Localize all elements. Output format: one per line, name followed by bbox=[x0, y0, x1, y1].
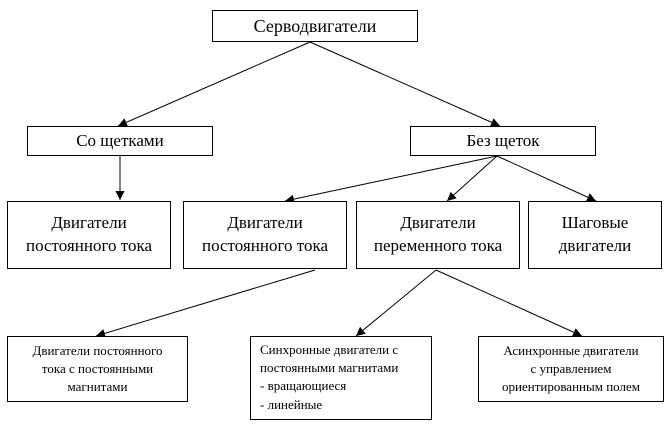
edge-brushless-stepper bbox=[496, 155, 597, 202]
node-ac-motors: Двигатели переменного тока bbox=[356, 201, 520, 269]
node-dc-motors-brushed: Двигатели постоянного тока bbox=[7, 201, 171, 269]
node-servomotors: Серводвигатели bbox=[212, 10, 418, 42]
node-stepper-motors: Шаговые двигатели bbox=[528, 201, 662, 269]
edge-brushless-dc bbox=[284, 155, 498, 204]
node-synchronous-motors: Синхронные двигатели с постоянными магни… bbox=[250, 336, 432, 420]
edge-brushless-ac bbox=[446, 155, 498, 202]
edge-dc-pm bbox=[95, 269, 316, 338]
node-brushless: Без щеток bbox=[410, 126, 596, 156]
edge-ac-sync bbox=[355, 269, 437, 337]
node-pm-dc-motors: Двигатели постоянного тока с постоянными… bbox=[7, 336, 188, 402]
edge-root-brushless bbox=[309, 41, 501, 127]
node-asynchronous-motors: Асинхронные двигатели с управлением орие… bbox=[478, 336, 664, 402]
node-brushed: Со щетками bbox=[27, 126, 213, 156]
edge-root-brushed bbox=[117, 41, 311, 127]
edge-ac-async bbox=[435, 269, 583, 337]
node-dc-motors-brushless: Двигатели постоянного тока bbox=[183, 201, 347, 269]
